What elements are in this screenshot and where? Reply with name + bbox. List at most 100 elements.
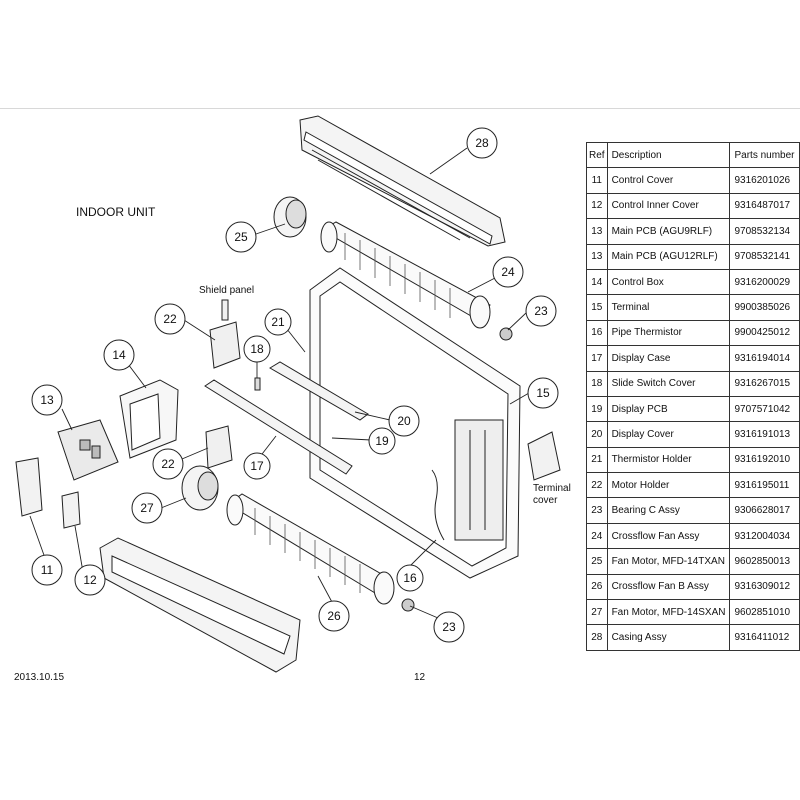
- callout-24: 24: [492, 256, 524, 288]
- fan-motor-27: [181, 465, 219, 511]
- row-description: Display Cover: [606, 421, 731, 448]
- row-description: Fan Motor, MFD-14SXAN: [606, 599, 731, 626]
- row-ref: 27: [586, 599, 608, 626]
- callout-21: 21: [264, 308, 292, 336]
- callout-17: 17: [243, 452, 271, 480]
- callout-22-top: 22: [154, 303, 186, 335]
- svg-text:17: 17: [250, 459, 264, 473]
- row-description: Bearing C Assy: [606, 497, 731, 524]
- callout-22-bottom: 22: [152, 448, 184, 480]
- footer-date: 2013.10.15: [14, 672, 65, 683]
- row-ref: 12: [586, 192, 608, 220]
- row-description: Display PCB: [606, 395, 731, 423]
- row-description: Control Inner Cover: [606, 192, 731, 220]
- svg-text:23: 23: [442, 620, 456, 634]
- parts-table-header: Ref Description Parts number: [586, 141, 800, 169]
- svg-text:22: 22: [161, 457, 175, 471]
- row-ref: 16: [586, 319, 608, 347]
- svg-text:12: 12: [83, 573, 97, 587]
- pipe-thermistor-16: [431, 469, 445, 541]
- svg-text:19: 19: [375, 434, 389, 448]
- row-ref: 24: [586, 522, 608, 550]
- row-parts-number: 9316194014: [729, 345, 800, 372]
- bearing-23-top: [499, 327, 513, 341]
- callout-25: 25: [225, 221, 257, 253]
- row-ref: 17: [586, 345, 608, 372]
- row-parts-number: 9707571042: [729, 395, 800, 423]
- control-box-14: [119, 379, 179, 459]
- svg-text:18: 18: [250, 342, 264, 356]
- row-parts-number: 9602850013: [729, 548, 800, 575]
- callout-16: 16: [396, 564, 424, 592]
- row-parts-number: 9306628017: [729, 497, 800, 524]
- callout-18: 18: [243, 335, 271, 363]
- terminal-cover-label-2: cover: [533, 495, 558, 506]
- row-ref: 13: [586, 243, 608, 270]
- row-parts-number: 9708532141: [729, 243, 800, 270]
- row-ref: 11: [586, 167, 608, 194]
- row-parts-number: 9316200029: [729, 268, 800, 296]
- header-ref: Ref: [586, 141, 608, 169]
- motor-holder-22-bottom: [205, 425, 233, 469]
- callout-11: 11: [31, 554, 63, 586]
- row-description: Thermistor Holder: [606, 446, 731, 474]
- callout-27: 27: [131, 492, 163, 524]
- header-description: Description: [606, 141, 731, 169]
- callout-15: 15: [527, 377, 559, 409]
- svg-text:26: 26: [327, 609, 341, 623]
- svg-text:24: 24: [501, 265, 515, 279]
- row-parts-number: 9316192010: [729, 446, 800, 474]
- page-number: 12: [414, 672, 426, 683]
- row-ref: 13: [586, 218, 608, 245]
- row-parts-number: 9316309012: [729, 573, 800, 601]
- svg-text:22: 22: [163, 312, 177, 326]
- row-parts-number: 9316267015: [729, 370, 800, 397]
- motor-holder-22-top: [209, 299, 241, 369]
- control-inner-cover-12: [61, 491, 81, 529]
- row-description: Control Cover: [606, 167, 731, 194]
- row-ref: 18: [586, 370, 608, 397]
- row-ref: 22: [586, 472, 608, 499]
- row-parts-number: 9602851010: [729, 599, 800, 626]
- fan-motor-25: [273, 196, 307, 238]
- callout-28: 28: [466, 127, 498, 159]
- row-parts-number: 9316195011: [729, 472, 800, 499]
- header-parts-number: Parts number: [729, 141, 800, 169]
- display-case-17: [204, 379, 353, 475]
- row-ref: 20: [586, 421, 608, 448]
- svg-text:15: 15: [536, 386, 550, 400]
- svg-text:14: 14: [112, 348, 126, 362]
- row-description: Crossflow Fan Assy: [606, 522, 731, 550]
- callout-circles: 28 25 24 23 22 21 18 14 15 13 20 19 22 1…: [31, 127, 559, 643]
- row-description: Pipe Thermistor: [606, 319, 731, 347]
- svg-text:13: 13: [40, 393, 54, 407]
- row-description: Main PCB (AGU9RLF): [606, 218, 731, 245]
- crossflow-fan-24: [320, 221, 491, 329]
- callout-19: 19: [368, 427, 396, 455]
- terminal-cover-label-1: Terminal: [533, 483, 571, 494]
- casing-top-part: [299, 115, 506, 247]
- svg-text:28: 28: [475, 136, 489, 150]
- page-sheet: [0, 108, 800, 709]
- row-ref: 23: [586, 497, 608, 524]
- crossflow-fan-26: [226, 493, 395, 605]
- svg-text:11: 11: [41, 563, 54, 577]
- row-description: Control Box: [606, 268, 731, 296]
- callout-12: 12: [74, 564, 106, 596]
- display-cover-20: [269, 361, 369, 421]
